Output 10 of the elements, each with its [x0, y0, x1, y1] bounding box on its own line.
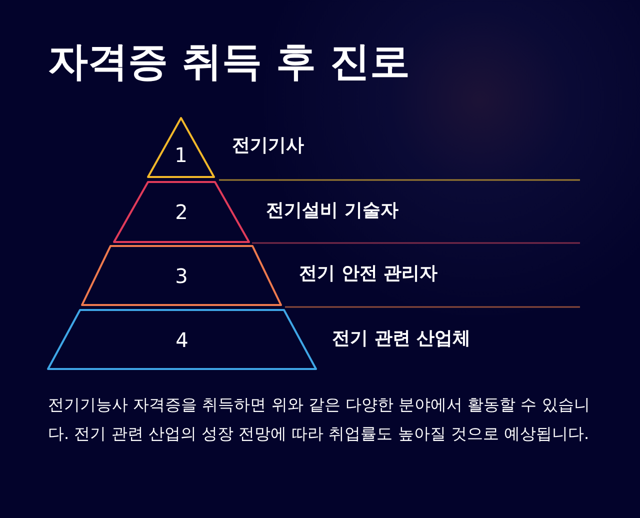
tier-label: 전기 안전 관리자 — [299, 262, 438, 286]
tier-label: 전기기사 — [232, 134, 304, 158]
tier-label: 전기 관련 산업체 — [332, 327, 471, 351]
tier-label: 전기설비 기술자 — [266, 199, 398, 223]
tier-number: 4 — [174, 328, 190, 352]
caption: 전기기능사 자격증을 취득하면 위와 같은 다양한 분야에서 활동할 수 있습니다. 전기 관련 산업의 성장 전망에 따라 취업률도 높아질 것으로 예상됩니다. — [48, 394, 591, 445]
tier-number: 3 — [174, 264, 189, 288]
title: 자격증 취득 후 진로 — [48, 38, 410, 87]
tier-number: 1 — [174, 142, 188, 167]
tier-number: 2 — [174, 200, 189, 224]
